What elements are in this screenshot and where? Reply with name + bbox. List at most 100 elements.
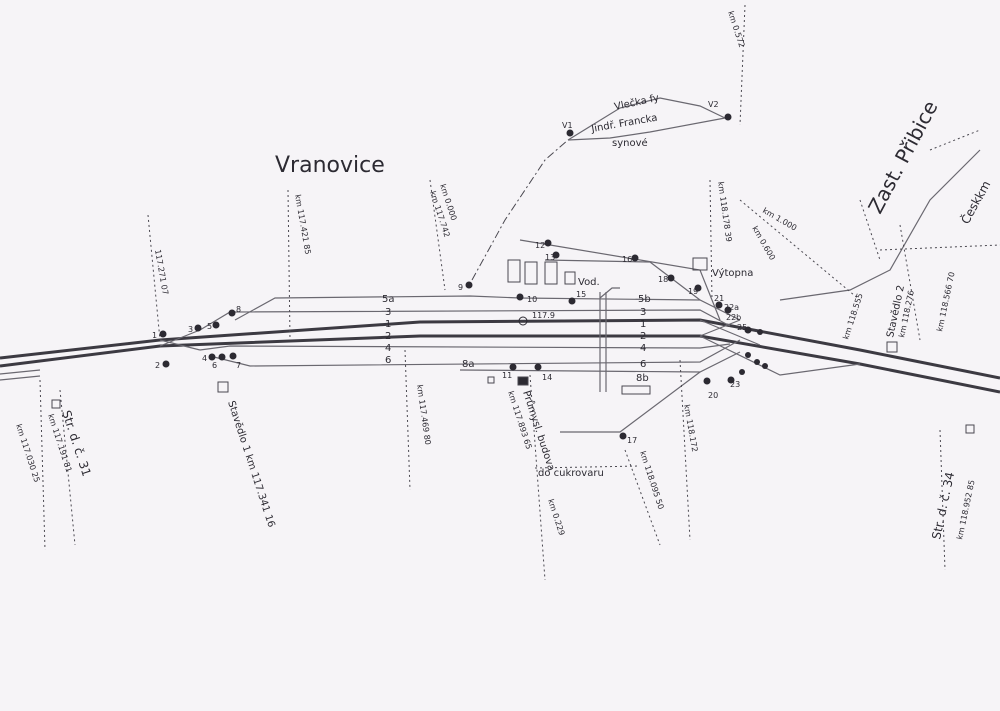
guard-34-km: km 118.952 85 [955, 479, 976, 540]
track-number-4-right: 4 [640, 343, 646, 354]
km-marker-lines [39, 4, 1000, 581]
signal-box-1-symbol [217, 381, 229, 393]
signal-r3 [754, 359, 760, 365]
signal-4 [208, 353, 216, 361]
track-number-8a: 8a [462, 359, 475, 370]
siding-line-1 [471, 139, 569, 281]
km-line-1000 [739, 199, 861, 301]
track-toward-pribice [779, 149, 981, 301]
track-number-5a: 5a [382, 294, 395, 305]
switch-number-22a: 22a [724, 303, 739, 312]
track-number-4-left: 4 [385, 343, 391, 354]
km-label-117-421: km 117.421 85 [293, 194, 312, 255]
labels: Vranovice Zast. Přibice Česk km Vlečka f… [14, 10, 993, 541]
switch-number-14: 14 [542, 373, 552, 382]
turntable-spur [599, 292, 607, 392]
signal-v1 [566, 129, 574, 137]
crossover-right [699, 319, 761, 346]
km-label-117-271: 117.271 07 [153, 249, 170, 296]
track-6 [209, 339, 741, 367]
km-label-118-555: km 118.555 [841, 292, 864, 340]
switch-number-21: 21 [714, 294, 724, 303]
km-label-117-9: 117.9 [532, 311, 555, 320]
switch-number-8: 8 [236, 305, 241, 314]
signal-25 [744, 326, 752, 334]
signal-box-2-symbol [886, 341, 898, 353]
building-yard [621, 385, 651, 395]
km-label-117-030: km 117.030 25 [14, 423, 41, 484]
siding-owner-3: synové [612, 137, 648, 149]
track-number-2-left: 2 [385, 331, 391, 342]
switch-number-4: 4 [202, 354, 207, 363]
km-line-117-421 [287, 189, 291, 341]
signal-r4 [762, 363, 768, 369]
signal-15 [568, 297, 576, 305]
siding-line-2 [567, 97, 726, 141]
switch-number-15: 15 [576, 290, 586, 299]
guard-34-label: Str. d. č. 34 [929, 471, 957, 541]
signal-13 [552, 251, 560, 259]
signal-14 [534, 363, 542, 371]
signal-v2 [724, 113, 732, 121]
km-label-0572: km 0.572 [726, 10, 746, 49]
main-tracks [0, 318, 1000, 394]
industrial-building-symbol [517, 376, 529, 386]
water-station-label: Vod. [578, 277, 600, 288]
km-line-0000 [429, 179, 446, 291]
track-sugar-factory [560, 371, 701, 433]
track-5a-5b [234, 295, 741, 321]
switch-number-12: 12 [535, 241, 545, 250]
signal-22 [724, 306, 732, 314]
guard-34-symbol [965, 424, 975, 434]
crossover-left [159, 329, 201, 351]
signal-19 [694, 284, 702, 292]
signal-2 [162, 360, 170, 368]
switch-number-6: 6 [212, 361, 217, 370]
signal-16 [631, 254, 639, 262]
track-number-5b: 5b [638, 294, 651, 305]
switch-number-11: 11 [502, 371, 512, 380]
track-number-3-right: 3 [640, 307, 646, 318]
signal-10 [516, 293, 524, 301]
signal-11 [509, 363, 517, 371]
track-number-6-right: 6 [640, 359, 646, 370]
switch-number-5: 5 [207, 322, 212, 331]
km-label-117-469: km 117.469 80 [415, 384, 432, 445]
km-label-0229: km 0.229 [546, 498, 566, 537]
building-small [487, 376, 495, 384]
track-number-1-left: 1 [385, 319, 391, 330]
signals [159, 113, 768, 440]
km-line-pribice [859, 129, 981, 261]
signal-r2 [745, 352, 751, 358]
km-line-118-952 [939, 429, 946, 571]
switch-number-9: 9 [458, 283, 463, 292]
km-line-0572 [739, 4, 746, 126]
km-label-118-566: km 118.566 70 [935, 271, 956, 332]
switch-number-16: 16 [622, 255, 632, 264]
track-heating-plant-2 [544, 259, 701, 301]
km-label-118-095: km 118.095 50 [638, 450, 665, 511]
km-line-0229 [529, 374, 546, 581]
switch-number-3: 3 [188, 325, 193, 334]
km-line-117-030 [39, 379, 46, 551]
siding-owner-2: Jindř. Francka [589, 112, 658, 136]
km-label-1000: km 1.000 [761, 206, 798, 233]
track-number-1-right: 1 [640, 319, 646, 330]
signal-8 [228, 309, 236, 317]
building-1 [507, 259, 521, 283]
km-line-117-271 [147, 214, 161, 341]
switch-number-23: 23 [730, 380, 740, 389]
siding-lines [471, 97, 726, 469]
signal-9 [465, 281, 473, 289]
switch-number-2: 2 [155, 361, 160, 370]
heating-plant-label: Výtopna [712, 267, 753, 279]
building-water [564, 271, 576, 285]
siding-owner-1: Vlečka fy [613, 92, 660, 113]
yard-tracks [159, 149, 981, 433]
buildings [51, 257, 975, 434]
main-track-2 [0, 334, 1000, 394]
switch-number-1: 1 [152, 331, 157, 340]
signal-17 [619, 432, 627, 440]
